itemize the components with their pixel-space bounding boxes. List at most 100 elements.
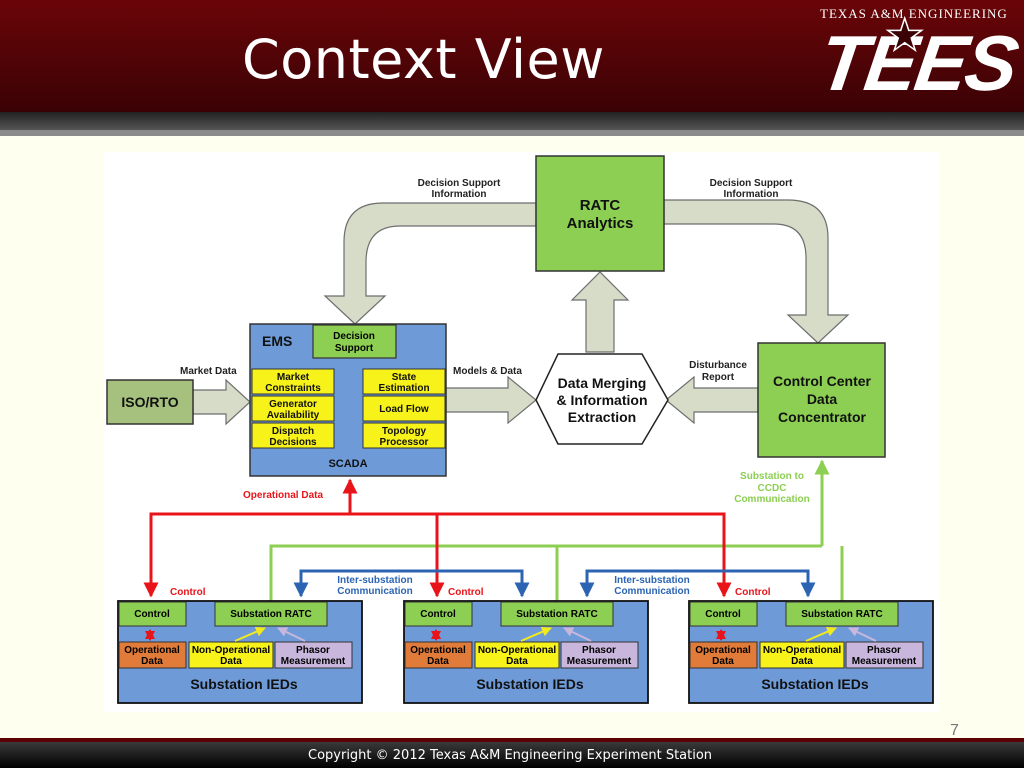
non-operational-data-box — [474, 641, 560, 669]
svg-text:Data: Data — [506, 656, 528, 667]
models-data-label: Models & Data — [453, 366, 522, 377]
data-merging-label: Extraction — [568, 409, 636, 425]
operational-data-label: Operational Data — [243, 490, 323, 501]
svg-text:Control: Control — [134, 609, 170, 620]
decision-support-label: Support — [335, 343, 374, 354]
topology-processor-label: Processor — [380, 437, 429, 448]
substation-ieds-label: Substation IEDs — [476, 676, 584, 692]
substation-ccdc-label: CCDC — [758, 483, 787, 494]
ratc-label: Analytics — [567, 215, 634, 232]
logo-org-name: TEXAS A&M ENGINEERING — [820, 6, 1008, 21]
generator-availability-box — [251, 395, 335, 422]
up-to-ratc-arrow — [570, 271, 630, 353]
non-operational-data-box — [759, 641, 845, 669]
control-center-box — [757, 342, 886, 458]
scada-label: SCADA — [328, 458, 367, 470]
dsi-right-arrow — [663, 199, 850, 344]
decision-support-label: Decision — [333, 331, 375, 342]
topology-processor-box — [362, 422, 446, 449]
control-center-label: Control Center — [773, 373, 872, 389]
iso-rto-box — [106, 379, 194, 425]
ratc-analytics-box — [535, 155, 665, 272]
dsi-left-label: Information — [432, 189, 487, 200]
svg-text:Non-Operational: Non-Operational — [192, 645, 271, 656]
context-diagram: RATC Analytics Decision Support Informat… — [106, 155, 934, 704]
state-estimation-label: State — [392, 372, 417, 383]
dispatch-decisions-label: Decisions — [269, 437, 317, 448]
svg-text:Data: Data — [141, 656, 163, 667]
svg-text:Control: Control — [705, 609, 741, 620]
slide-title: Context View — [242, 28, 605, 91]
svg-text:Non-Operational: Non-Operational — [763, 645, 842, 656]
substation-group-3: Control Substation RATC Operational Data… — [688, 600, 934, 704]
dsi-left-label: Decision Support — [418, 178, 501, 189]
topology-processor-label: Topology — [382, 426, 427, 437]
svg-text:Phasor: Phasor — [867, 645, 901, 656]
svg-text:Operational: Operational — [410, 645, 466, 656]
svg-text:Phasor: Phasor — [296, 645, 330, 656]
dsi-right-label: Decision Support — [710, 178, 793, 189]
svg-text:Data: Data — [220, 656, 242, 667]
inter-substation-label: Inter-substation — [614, 575, 690, 586]
decision-support-arrows — [192, 199, 850, 426]
inter-substation-lines — [293, 569, 816, 598]
disturbance-report-label: Disturbance — [689, 360, 747, 371]
substation-control-box — [404, 601, 473, 627]
operational-data-box — [404, 641, 473, 669]
market-constraints-label: Constraints — [265, 383, 321, 394]
page-number: 7 — [950, 722, 959, 739]
decision-support-box — [312, 324, 397, 359]
phasor-measurement-box — [274, 641, 353, 669]
disturbance-arrow — [665, 375, 759, 425]
substation-ccdc-label: Substation to — [740, 471, 804, 482]
inter-substation-label: Inter-substation — [337, 575, 413, 586]
models-data-arrow — [445, 375, 537, 425]
ratc-label: RATC — [580, 197, 621, 214]
substation-ratc-box — [214, 601, 328, 627]
inter-substation-label: Communication — [614, 586, 690, 597]
svg-text:Substation RATC: Substation RATC — [801, 609, 882, 620]
generator-availability-label: Availability — [267, 410, 320, 421]
substation-control-box — [689, 601, 758, 627]
slide-header — [0, 0, 1024, 112]
svg-text:Data: Data — [791, 656, 813, 667]
substation-control-box — [118, 601, 187, 627]
data-merging-hexagon — [535, 353, 669, 445]
substation-group-2: Control Substation RATC Operational Data… — [403, 600, 649, 704]
dsi-left-arrow — [323, 202, 537, 325]
svg-text:Data: Data — [427, 656, 449, 667]
dsi-right-label: Information — [724, 189, 779, 200]
phasor-measurement-box — [560, 641, 639, 669]
ems-label: EMS — [262, 333, 292, 349]
operational-data-lines — [143, 478, 732, 598]
market-data-label: Market Data — [180, 366, 237, 377]
header-band — [0, 112, 1024, 130]
phasor-measurement-box — [845, 641, 924, 669]
star-icon: ★ — [884, 10, 925, 61]
disturbance-report-label: Report — [702, 372, 735, 383]
svg-text:Operational: Operational — [695, 645, 751, 656]
svg-text:Non-Operational: Non-Operational — [478, 645, 557, 656]
state-estimation-box — [362, 368, 446, 395]
svg-text:Measurement: Measurement — [567, 656, 632, 667]
market-constraints-label: Market — [277, 372, 310, 383]
substation-ieds-label: Substation IEDs — [761, 676, 869, 692]
substation-group-1: Control Substation RATC Operational Data… — [117, 600, 363, 704]
diagram-panel: RATC Analytics Decision Support Informat… — [104, 152, 940, 712]
control-label: Control — [170, 587, 206, 598]
svg-text:Substation RATC: Substation RATC — [516, 609, 597, 620]
svg-text:Measurement: Measurement — [281, 656, 346, 667]
non-operational-data-box — [188, 641, 274, 669]
svg-text:Phasor: Phasor — [582, 645, 616, 656]
generator-availability-label: Generator — [269, 399, 317, 410]
svg-text:Measurement: Measurement — [852, 656, 917, 667]
slide-footer — [0, 738, 1024, 768]
state-estimation-label: Estimation — [378, 383, 429, 394]
substation-ieds-label: Substation IEDs — [190, 676, 298, 692]
inter-substation-label: Communication — [337, 586, 413, 597]
dispatch-decisions-label: Dispatch — [272, 426, 314, 437]
svg-text:Operational: Operational — [124, 645, 180, 656]
footer-copyright: Copyright © 2012 Texas A&M Engineering E… — [308, 748, 713, 763]
operational-data-box — [689, 641, 758, 669]
header-band-light — [0, 130, 1024, 136]
